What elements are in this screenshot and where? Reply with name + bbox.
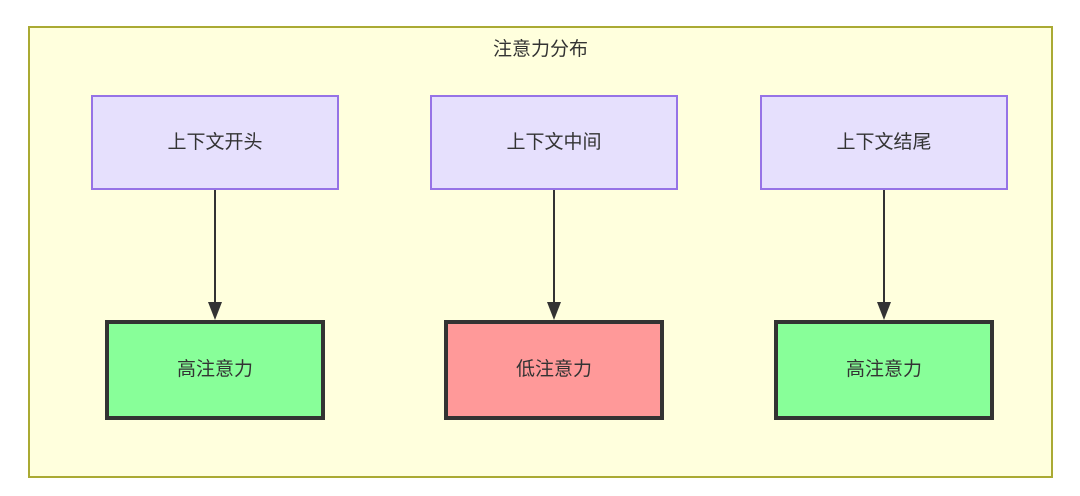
node-attention-low-middle-label: 低注意力 [515,359,592,380]
edge-context-end-to-high-attention [872,190,896,320]
node-context-start[interactable]: 上下文开头 [91,95,339,190]
node-attention-high-start-label: 高注意力 [176,359,253,380]
node-context-middle-label: 上下文中间 [506,131,602,153]
edge-context-middle-to-low-attention [542,190,566,320]
node-attention-low-middle[interactable]: 低注意力 [444,320,664,420]
attention-distribution-subgraph: 注意力分布 上下文开头 高注意力 上下文中间 低注意力 [28,26,1053,478]
node-context-end-label: 上下文结尾 [836,131,932,153]
node-attention-high-end-label: 高注意力 [845,359,922,380]
node-context-end[interactable]: 上下文结尾 [760,95,1008,190]
node-context-middle[interactable]: 上下文中间 [430,95,678,190]
node-attention-high-start[interactable]: 高注意力 [105,320,325,420]
node-attention-high-end[interactable]: 高注意力 [774,320,994,420]
diagram-title: 注意力分布 [492,39,588,60]
node-context-start-label: 上下文开头 [167,131,263,153]
edge-context-start-to-high-attention [203,190,227,320]
